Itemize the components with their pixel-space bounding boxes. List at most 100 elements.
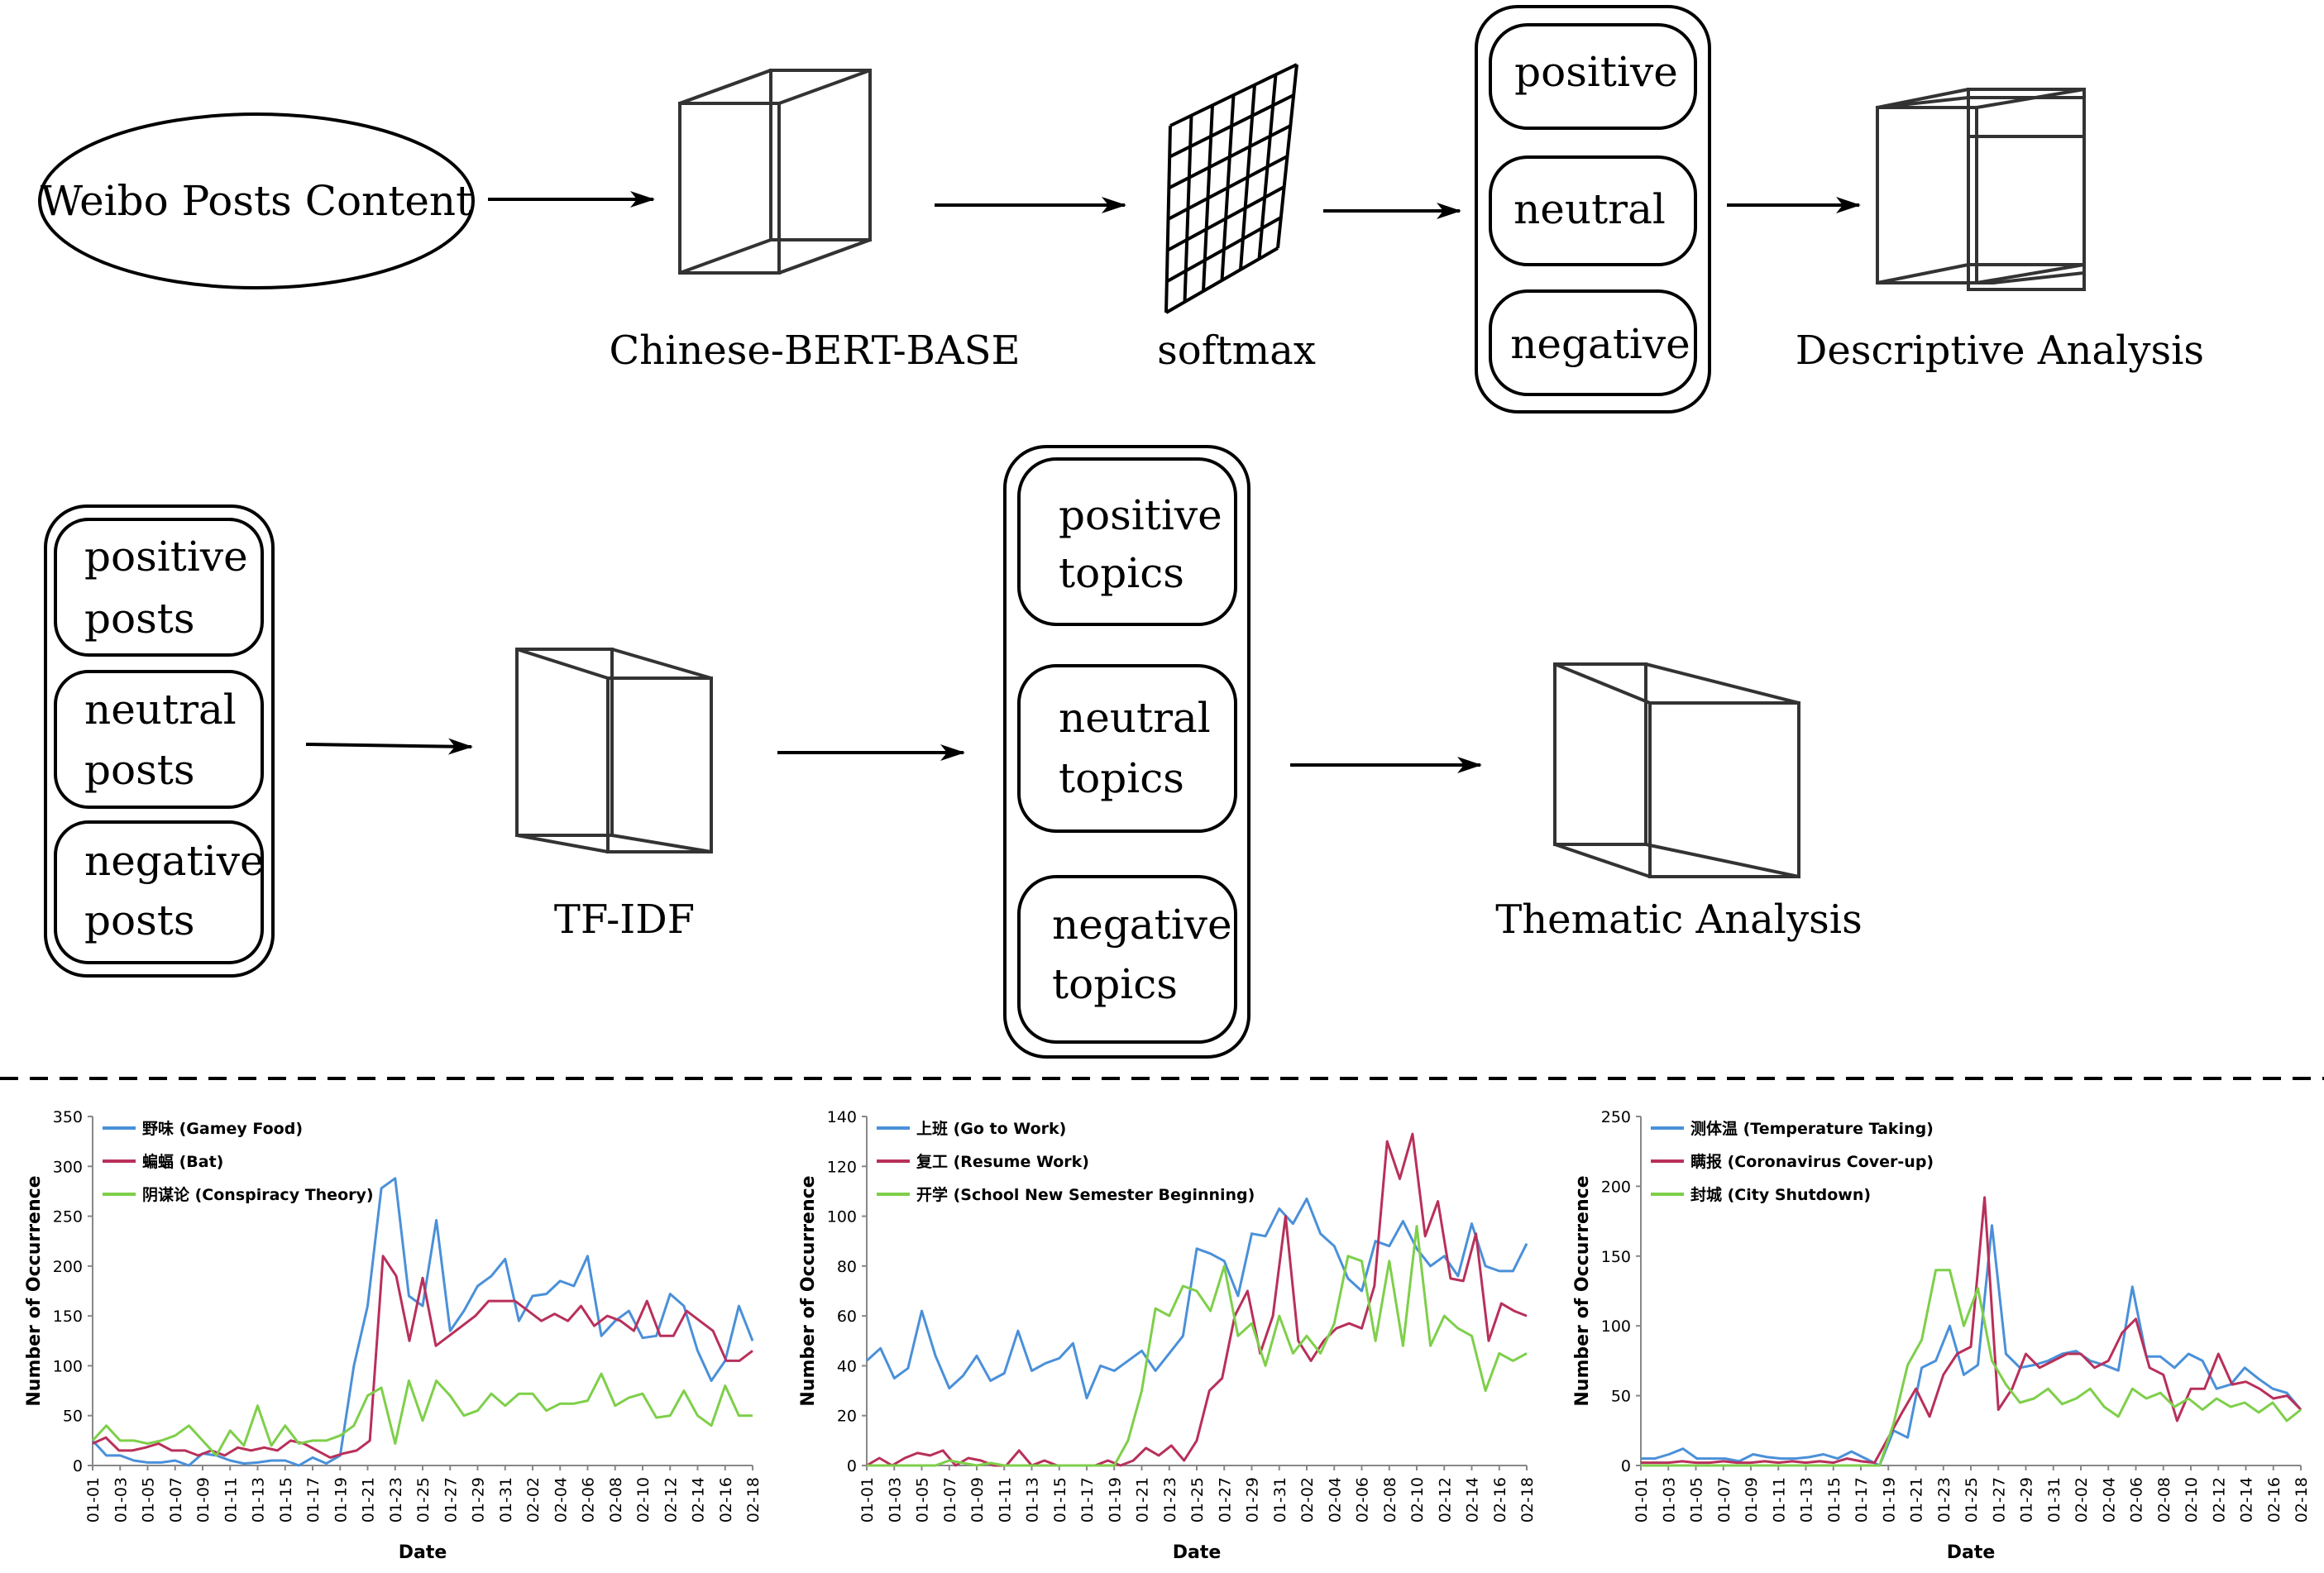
x-tick-label: 02-12 — [662, 1477, 680, 1523]
topics-positive-2: topics — [1059, 549, 1184, 597]
descriptive-cube-icon — [1876, 88, 2086, 291]
posts-neutral-2: posts — [84, 746, 195, 794]
x-tick-label: 01-13 — [250, 1477, 268, 1523]
posts-negative-1: negative — [84, 837, 265, 885]
x-tick-label: 02-16 — [1491, 1477, 1509, 1523]
x-tick-label: 01-29 — [2018, 1477, 2036, 1523]
y-tick-label: 40 — [837, 1357, 857, 1375]
x-tick-label: 02-16 — [2265, 1477, 2283, 1523]
y-axis-label: Number of Occurrence — [798, 1175, 819, 1406]
x-tick-label: 01-07 — [1715, 1477, 1733, 1523]
class-group: positive neutral negative — [1475, 5, 1711, 414]
y-tick-label: 0 — [847, 1457, 857, 1475]
legend-entry: 上班 (Go to Work) — [916, 1119, 1066, 1138]
x-tick-label: 01-11 — [996, 1477, 1014, 1523]
y-tick-label: 0 — [73, 1457, 83, 1475]
x-tick-label: 02-12 — [2210, 1477, 2228, 1523]
x-tick-label: 01-15 — [277, 1477, 295, 1523]
class-box-negative — [1489, 289, 1697, 396]
y-tick-label: 50 — [1611, 1388, 1631, 1406]
legend-entry: 测体温 (Temperature Taking) — [1690, 1119, 1934, 1138]
x-tick-label: 01-25 — [414, 1477, 433, 1523]
x-tick-label: 01-11 — [222, 1477, 240, 1523]
bert-label: Chinese-BERT-BASE — [609, 328, 1020, 374]
x-tick-label: 01-07 — [167, 1477, 185, 1523]
y-tick-label: 140 — [827, 1108, 857, 1126]
legend-entry: 复工 (Resume Work) — [916, 1152, 1089, 1171]
legend-entry: 瞒报 (Coronavirus Cover-up) — [1690, 1152, 1934, 1171]
topics-box-negative — [1017, 875, 1237, 1044]
series-line — [1641, 1269, 2302, 1467]
x-tick-label: 01-19 — [1880, 1477, 1898, 1523]
x-tick-label: 02-08 — [1381, 1477, 1399, 1523]
thematic-cube-icon — [1553, 662, 1800, 878]
x-tick-label: 02-18 — [2293, 1477, 2311, 1523]
softmax-grid-line — [1257, 74, 1278, 260]
x-tick-label: 02-04 — [1326, 1477, 1344, 1523]
y-tick-label: 250 — [53, 1208, 83, 1226]
bert-cube-icon — [678, 69, 872, 275]
x-tick-label: 02-10 — [2183, 1477, 2201, 1523]
softmax-grid-line — [1165, 216, 1282, 284]
x-tick-label: 02-08 — [607, 1477, 625, 1523]
x-tick-label: 01-19 — [1106, 1477, 1124, 1523]
x-tick-label: 01-03 — [886, 1477, 904, 1523]
tfidf-label: TF-IDF — [554, 896, 695, 943]
x-tick-label: 02-02 — [1298, 1477, 1317, 1523]
posts-positive-2: posts — [84, 595, 195, 643]
x-tick-label: 01-13 — [1798, 1477, 1816, 1523]
series-line — [91, 1372, 753, 1457]
class-box-neutral — [1489, 155, 1697, 266]
x-tick-label: 01-25 — [1963, 1477, 1981, 1523]
tfidf-cube-icon — [515, 648, 713, 853]
series-line — [1641, 1196, 2302, 1465]
posts-negative-2: posts — [84, 896, 195, 944]
class-box-positive — [1489, 23, 1697, 130]
class-negative: negative — [1510, 320, 1690, 368]
x-tick-label: 02-14 — [690, 1477, 708, 1523]
topics-neutral-1: neutral — [1059, 694, 1211, 742]
legend-entry: 阴谋论 (Conspiracy Theory) — [142, 1185, 374, 1204]
x-tick-label: 02-06 — [1354, 1477, 1372, 1523]
y-tick-label: 300 — [53, 1158, 83, 1176]
x-tick-label: 01-27 — [1990, 1477, 2008, 1523]
softmax-label: softmax — [1157, 328, 1316, 374]
pipeline-diagram: Weibo Posts Content Chinese-BERT-BASE so… — [0, 5, 2324, 1080]
posts-box-positive — [54, 518, 264, 657]
x-tick-label: 01-25 — [1188, 1477, 1207, 1523]
x-tick-label: 01-23 — [387, 1477, 405, 1523]
legend-entry: 野味 (Gamey Food) — [142, 1120, 303, 1138]
x-tick-label: 01-09 — [1743, 1477, 1761, 1523]
x-tick-label: 01-03 — [112, 1477, 130, 1523]
series-line — [867, 1225, 1528, 1467]
x-tick-label: 01-05 — [140, 1477, 158, 1523]
class-positive: positive — [1514, 48, 1678, 96]
y-tick-label: 350 — [53, 1108, 83, 1126]
y-tick-label: 150 — [53, 1308, 83, 1326]
x-tick-label: 02-10 — [634, 1477, 653, 1523]
posts-neutral-1: neutral — [84, 686, 237, 734]
x-tick-label: 02-18 — [744, 1477, 763, 1523]
x-tick-label: 01-27 — [442, 1477, 460, 1523]
x-tick-label: 02-04 — [552, 1477, 570, 1523]
x-tick-label: 01-17 — [1078, 1477, 1097, 1523]
x-tick-label: 01-13 — [1024, 1477, 1042, 1523]
x-tick-label: 01-31 — [1271, 1477, 1289, 1523]
posts-box-negative — [54, 820, 264, 964]
x-tick-label: 02-16 — [717, 1477, 735, 1523]
x-tick-label: 02-12 — [1436, 1477, 1454, 1523]
x-tick-label: 02-08 — [2155, 1477, 2173, 1523]
y-tick-label: 20 — [837, 1408, 857, 1426]
y-tick-label: 50 — [63, 1408, 83, 1426]
x-tick-label: 01-31 — [2045, 1477, 2063, 1523]
x-tick-label: 01-21 — [1908, 1477, 1926, 1523]
x-tick-label: 01-05 — [1688, 1477, 1706, 1523]
y-tick-label: 250 — [1601, 1108, 1631, 1126]
x-tick-label: 02-06 — [580, 1477, 598, 1523]
x-tick-label: 01-17 — [304, 1477, 323, 1523]
x-tick-label: 01-09 — [194, 1477, 213, 1523]
y-tick-label: 150 — [1601, 1248, 1631, 1266]
x-tick-label: 01-11 — [1770, 1477, 1788, 1523]
x-tick-label: 02-10 — [1408, 1477, 1427, 1523]
